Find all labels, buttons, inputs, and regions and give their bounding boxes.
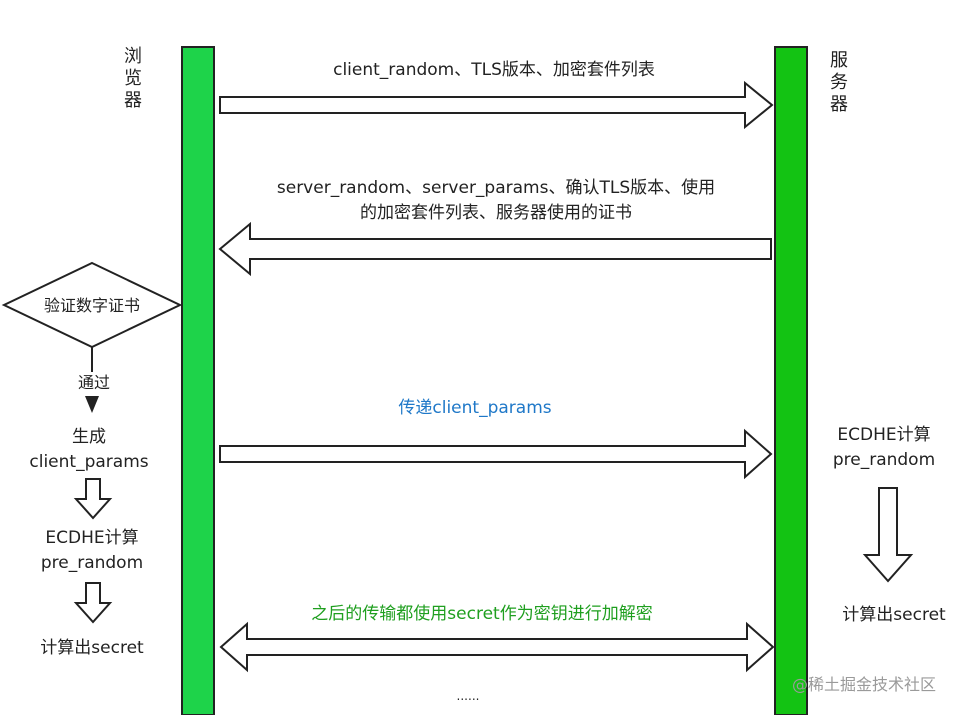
server-participant-label: 服务器 xyxy=(830,50,848,115)
message-label-client-hello: client_random、TLS版本、加密套件列表 xyxy=(333,60,655,80)
server-result-label: 计算出secret xyxy=(842,605,946,625)
browser-down-arrow-2 xyxy=(73,582,113,624)
browser-compute-label-line1: ECDHE计算 xyxy=(45,528,139,548)
message-arrow-encrypted-transport xyxy=(219,621,775,673)
message-arrow-client-params xyxy=(219,428,773,480)
message-label-server-hello-line1: server_random、server_params、确认TLS版本、使用 xyxy=(276,178,716,198)
decision-label: 验证数字证书 xyxy=(43,296,141,315)
pass-label: 通过 xyxy=(77,373,111,392)
server-compute-label-line1: ECDHE计算 xyxy=(837,425,931,445)
server-lifeline-bar xyxy=(774,46,808,715)
message-arrow-client-hello xyxy=(219,80,774,130)
message-arrow-server-hello xyxy=(218,221,772,277)
watermark: @稀土掘金技术社区 xyxy=(792,675,937,694)
message-label-server-hello-line2: 的加密套件列表、服务器使用的证书 xyxy=(360,203,632,223)
pass-arrowhead-icon xyxy=(85,396,99,413)
generate-label-line1: 生成 xyxy=(72,427,106,447)
browser-compute-label-line2: pre_random xyxy=(40,553,144,573)
browser-lifeline-bar xyxy=(181,46,215,715)
message-label-client-params: 传递client_params xyxy=(398,398,552,418)
message-label-encrypted-transport: 之后的传输都使用secret作为密钥进行加解密 xyxy=(311,604,653,624)
browser-result-label: 计算出secret xyxy=(40,638,144,658)
browser-participant-label: 浏览器 xyxy=(124,46,142,111)
server-compute-label-line2: pre_random xyxy=(832,450,936,470)
ellipsis-label: ...... xyxy=(456,689,480,703)
server-down-arrow xyxy=(862,487,914,583)
browser-down-arrow-1 xyxy=(73,478,113,520)
generate-label-line2: client_params xyxy=(29,452,149,472)
